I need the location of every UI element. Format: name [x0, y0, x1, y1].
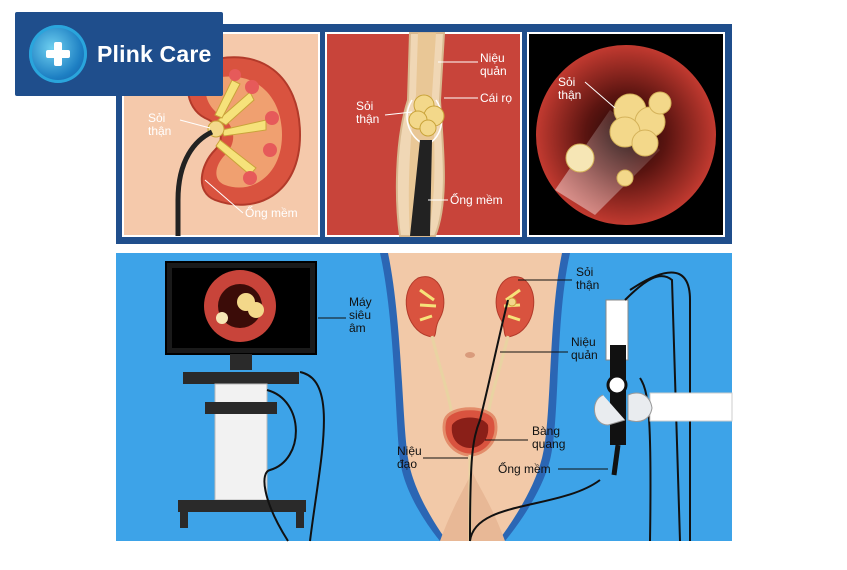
stone-cluster-large [609, 91, 672, 157]
label-basket: Cái rọ [480, 91, 512, 105]
stone-small-1 [565, 143, 595, 173]
stone-small-2 [616, 169, 634, 187]
label-flexible-scope-1: Ống mềm [245, 205, 298, 220]
basket-with-stone [406, 94, 445, 146]
medical-cross-icon [29, 25, 87, 83]
label-flexible-scope-4: Ống mềm [498, 461, 551, 476]
scope-cable [469, 479, 601, 542]
scope-path-body [469, 299, 509, 542]
label-urethra: Niệu đạo [397, 444, 425, 471]
label-kidney-stone-1: Sỏi thận [148, 111, 171, 138]
right-ureter [486, 335, 510, 416]
label-kidney-stone-2: Sỏi thận [356, 99, 379, 126]
flexible-scope-2 [410, 140, 432, 236]
ultrasound-monitor [165, 261, 325, 542]
panel-procedure: Máy siêu âm [116, 253, 733, 542]
label-flexible-scope-2: Ống mềm [450, 192, 503, 207]
gloved-hand [627, 392, 653, 422]
left-kidney [405, 276, 445, 338]
label-ureter-4: Niệu quản [571, 335, 599, 362]
brand-name: Plink Care [97, 40, 212, 67]
label-kidney-stone-3: Sỏi thận [558, 75, 581, 102]
handheld-endoscope [594, 271, 733, 542]
brand-logo: Plink Care [15, 12, 223, 96]
arm-sleeve [649, 392, 733, 422]
label-bladder: Bàng quang [532, 424, 565, 451]
panel-ureter: Niệu quản Cái rọ Sỏi thận Ống mềm [325, 32, 522, 237]
left-ureter [430, 335, 454, 416]
navel [465, 352, 475, 358]
flexible-scope-1 [175, 129, 214, 236]
label-ultrasound-machine: Máy siêu âm [349, 295, 375, 335]
panel-endoscope-view: Sỏi thận [527, 32, 725, 237]
label-ureter-2: Niệu quản [480, 51, 508, 78]
label-kidney-stone-4: Sỏi thận [576, 265, 599, 292]
right-kidney [495, 276, 535, 338]
